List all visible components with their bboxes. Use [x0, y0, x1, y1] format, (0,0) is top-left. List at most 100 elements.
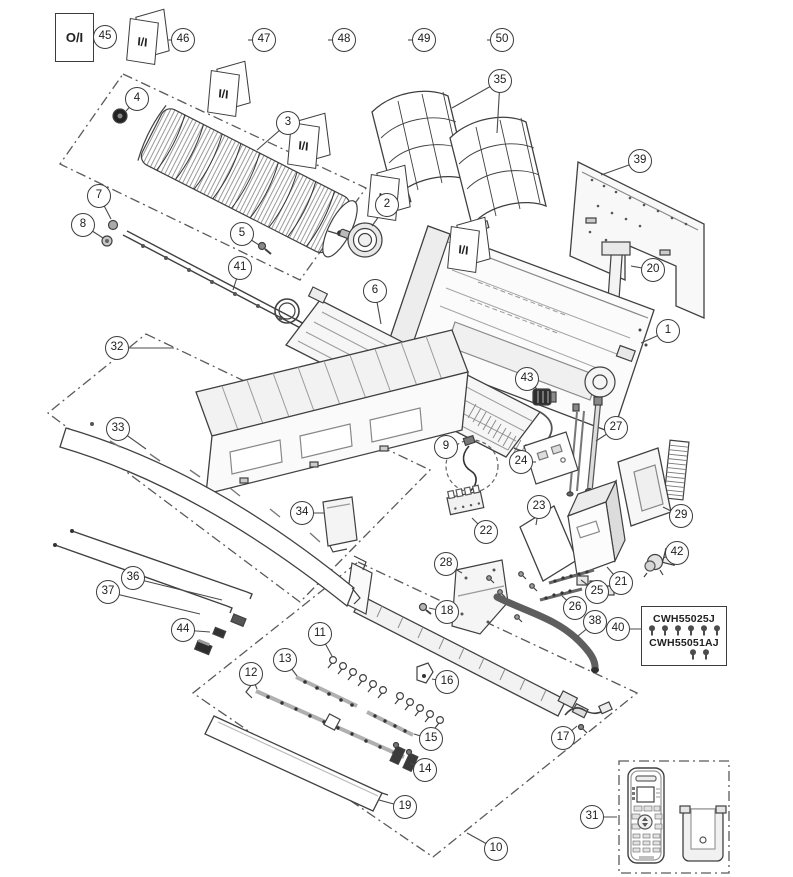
part-number-text: CWH55025J	[653, 612, 715, 625]
callout-44: 44	[171, 618, 195, 642]
wire-17-art	[564, 701, 613, 734]
callout-9: 9	[434, 435, 458, 459]
screw-icon	[661, 624, 668, 635]
callout-12: 12	[239, 662, 263, 686]
callout-40: 40	[606, 617, 630, 641]
callout-35: 35	[488, 69, 512, 93]
callout-49: 49	[412, 28, 436, 52]
screw-part-numbers-box: CWH55025J CWH55051AJ	[641, 606, 727, 666]
callout-13: 13	[273, 648, 297, 672]
leader-line-36	[132, 577, 223, 601]
link-rods-art	[53, 529, 253, 614]
callout-48: 48	[332, 28, 356, 52]
terminal-block-art	[446, 484, 485, 516]
part-number-row: CWH55025J	[642, 613, 726, 636]
sensor-wire-art	[445, 434, 499, 493]
drain-hose-art	[493, 593, 599, 674]
callout-37: 37	[96, 580, 120, 604]
lid-34-art	[322, 496, 358, 553]
front-grille-art	[195, 329, 469, 495]
boundary-vane-assembly	[191, 561, 639, 858]
doc-icon-label: I/I	[447, 226, 480, 273]
document-icons-row: O/II/II/II/II/II/I	[0, 0, 793, 273]
screw-icons-row	[642, 648, 726, 660]
clips-art	[327, 655, 445, 729]
callout-10: 10	[484, 837, 508, 861]
callout-42: 42	[665, 541, 689, 565]
callout-27: 27	[604, 416, 628, 440]
callout-16: 16	[435, 670, 459, 694]
callout-28: 28	[434, 552, 458, 576]
strip-41-art	[122, 230, 315, 334]
callout-45: 45	[93, 25, 117, 49]
callout-17: 17	[551, 726, 575, 750]
callout-36: 36	[121, 566, 145, 590]
screw-icon	[700, 624, 707, 635]
installation-instructions-icon: I/I	[447, 216, 493, 273]
callout-6: 6	[363, 279, 387, 303]
callout-38: 38	[583, 610, 607, 634]
remote-control-art	[627, 767, 665, 864]
callout-20: 20	[641, 258, 665, 282]
screw-icon	[674, 624, 681, 635]
mounting-plate-art	[569, 160, 705, 319]
callout-7: 7	[87, 184, 111, 208]
chassis-art	[386, 225, 655, 434]
callout-26: 26	[563, 596, 587, 620]
strip-25-26-art	[539, 568, 595, 602]
doc-icon-label: O/I	[55, 13, 94, 62]
fan-motor-art	[327, 222, 383, 258]
pcb-art	[523, 431, 579, 485]
screw-nut-art	[101, 219, 272, 255]
callout-41: 41	[228, 256, 252, 280]
cross-flow-fan-art	[137, 105, 358, 258]
doc-icon-label: I/I	[126, 18, 159, 65]
operating-instructions-icon: O/I	[55, 13, 94, 62]
callout-47: 47	[252, 28, 276, 52]
screw-icon	[648, 624, 655, 635]
callout-24: 24	[509, 450, 533, 474]
callout-15: 15	[419, 727, 443, 751]
screw-icon	[687, 624, 694, 635]
callout-33: 33	[106, 417, 130, 441]
callout-50: 50	[490, 28, 514, 52]
box-cover-art	[617, 439, 690, 527]
callout-43: 43	[515, 367, 539, 391]
callout-18: 18	[435, 600, 459, 624]
screw-icons-row	[642, 624, 726, 636]
callout-3: 3	[276, 111, 300, 135]
front-panel-art	[59, 422, 361, 608]
callout-22: 22	[474, 520, 498, 544]
part-43-art	[532, 388, 557, 406]
vane-art	[204, 715, 389, 812]
callout-4: 4	[125, 87, 149, 111]
callout-39: 39	[628, 149, 652, 173]
installation-instructions-icon: I/I	[207, 60, 253, 117]
callout-11: 11	[308, 622, 332, 646]
callout-29: 29	[669, 504, 693, 528]
remote-holder-art	[679, 805, 727, 862]
callout-23: 23	[527, 495, 551, 519]
callout-14: 14	[413, 758, 437, 782]
callout-31: 31	[580, 805, 604, 829]
boundary-remote-control	[618, 760, 730, 874]
callout-2: 2	[375, 193, 399, 217]
screw-icon	[689, 648, 696, 659]
screw-icon	[702, 648, 709, 659]
screw-icon	[713, 624, 720, 635]
callout-46: 46	[171, 28, 195, 52]
installation-instructions-icon: I/I	[126, 8, 172, 65]
leader-line-37	[107, 591, 201, 615]
callout-19: 19	[393, 795, 417, 819]
callout-32: 32	[105, 336, 129, 360]
doc-icon-label: I/I	[207, 70, 240, 117]
part-number-text: CWH55051AJ	[649, 636, 719, 649]
callout-34: 34	[290, 501, 314, 525]
parts-44-art	[193, 613, 247, 656]
callout-25: 25	[585, 580, 609, 604]
callout-21: 21	[609, 571, 633, 595]
pipes-art	[566, 396, 603, 497]
part-number-row: CWH55051AJ	[642, 637, 726, 660]
